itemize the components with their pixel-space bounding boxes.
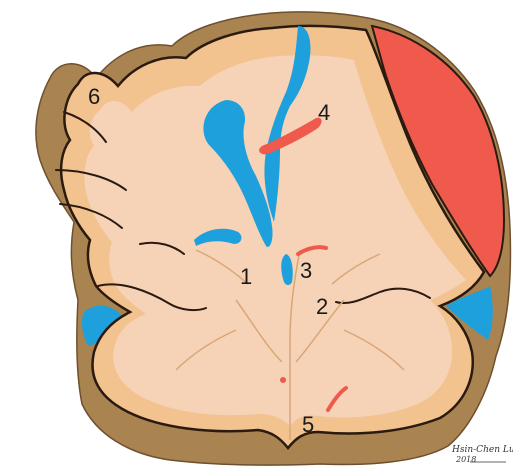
- signature-year: 2018: [455, 455, 476, 464]
- label-6: 6: [88, 84, 100, 109]
- label-4: 4: [318, 100, 330, 125]
- signature-name: Hsin-Chen Lu: [451, 445, 513, 455]
- label-2: 2: [316, 294, 328, 319]
- label-3: 3: [300, 258, 312, 283]
- label-1: 1: [240, 264, 252, 289]
- label-5: 5: [302, 412, 314, 437]
- hemorrhage-dot: [280, 377, 286, 383]
